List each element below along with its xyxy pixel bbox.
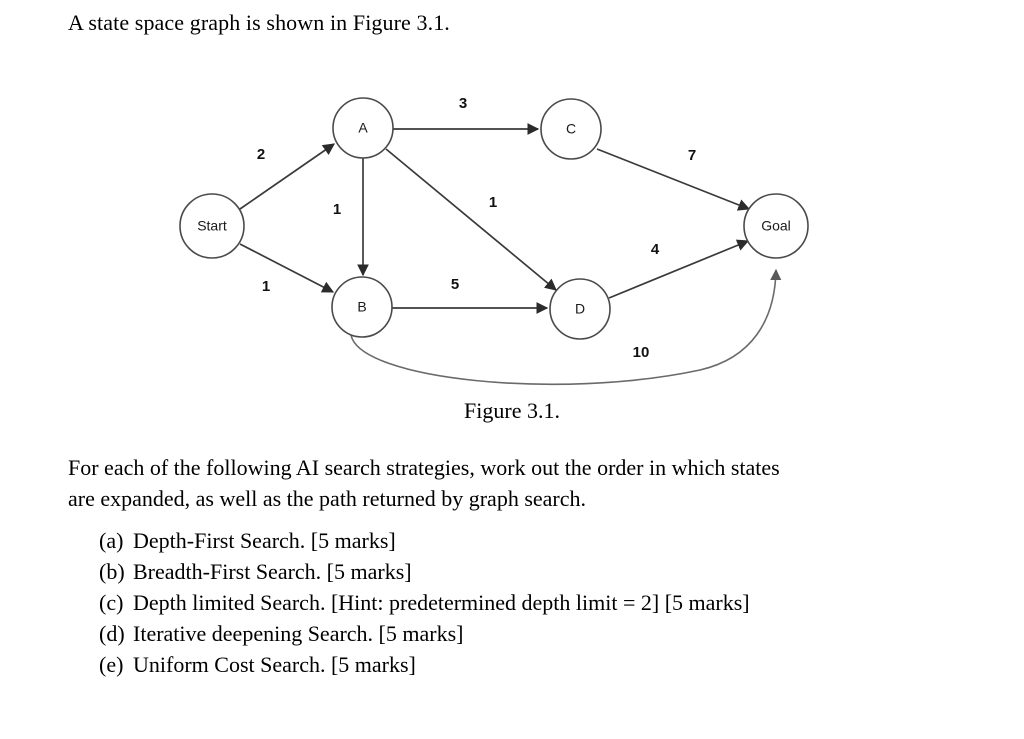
task-item-a: (a) Depth-First Search. [5 marks]	[68, 525, 988, 556]
node-a-label: A	[358, 120, 368, 136]
edge-c-goal	[596, 148, 751, 211]
instructions-line-1: For each of the following AI search stra…	[68, 455, 780, 480]
weight-a-b: 1	[333, 201, 341, 218]
node-d-label: D	[575, 301, 585, 317]
weight-d-goal: 4	[651, 241, 660, 258]
task-text-a: Depth-First Search. [5 marks]	[133, 528, 396, 553]
task-item-b: (b) Breadth-First Search. [5 marks]	[68, 556, 988, 587]
edge-a-d	[385, 148, 557, 291]
weight-start-b: 1	[262, 278, 270, 295]
node-goal: Goal	[743, 193, 809, 259]
task-marker-c: (c)	[99, 590, 124, 615]
task-item-c: (c) Depth limited Search. [Hint: predete…	[68, 587, 988, 618]
node-d: D	[549, 278, 611, 340]
task-item-e: (e) Uniform Cost Search. [5 marks]	[68, 649, 988, 680]
weight-a-d: 1	[489, 194, 497, 211]
node-goal-label: Goal	[761, 218, 791, 234]
edge-start-b	[239, 243, 335, 293]
weight-b-d: 5	[451, 276, 459, 293]
task-marker-d: (d)	[99, 621, 125, 646]
weight-a-c: 3	[459, 95, 467, 112]
weight-b-goal: 10	[633, 344, 650, 361]
intro-sentence: A state space graph is shown in Figure 3…	[68, 10, 450, 35]
state-space-graph-figure: Start A B C D Goal 2	[0, 70, 1024, 400]
task-text-d: Iterative deepening Search. [5 marks]	[133, 621, 464, 646]
task-marker-e: (e)	[99, 652, 124, 677]
weight-start-a: 2	[257, 146, 265, 163]
edge-start-a	[239, 143, 335, 210]
node-c-label: C	[566, 121, 576, 137]
task-marker-b: (b)	[99, 559, 125, 584]
figure-caption: Figure 3.1.	[464, 398, 560, 423]
task-item-d: (d) Iterative deepening Search. [5 marks…	[68, 618, 988, 649]
edge-b-goal	[350, 268, 782, 385]
task-text-c: Depth limited Search. [Hint: predetermin…	[133, 590, 750, 615]
weight-c-goal: 7	[688, 147, 696, 164]
graph-svg: Start A B C D Goal 2	[179, 95, 809, 385]
task-marker-a: (a)	[99, 528, 124, 553]
node-start-label: Start	[197, 218, 227, 234]
node-b-label: B	[357, 299, 366, 315]
instructions-line-2: are expanded, as well as the path return…	[68, 486, 586, 511]
task-text-e: Uniform Cost Search. [5 marks]	[133, 652, 416, 677]
task-list: (a) Depth-First Search. [5 marks] (b) Br…	[68, 525, 988, 680]
instructions-paragraph: For each of the following AI search stra…	[68, 452, 968, 514]
node-b: B	[331, 276, 393, 338]
node-a: A	[332, 97, 394, 159]
edge-d-goal	[608, 239, 750, 299]
node-c: C	[540, 98, 602, 160]
node-start: Start	[179, 193, 245, 259]
task-text-b: Breadth-First Search. [5 marks]	[133, 559, 412, 584]
